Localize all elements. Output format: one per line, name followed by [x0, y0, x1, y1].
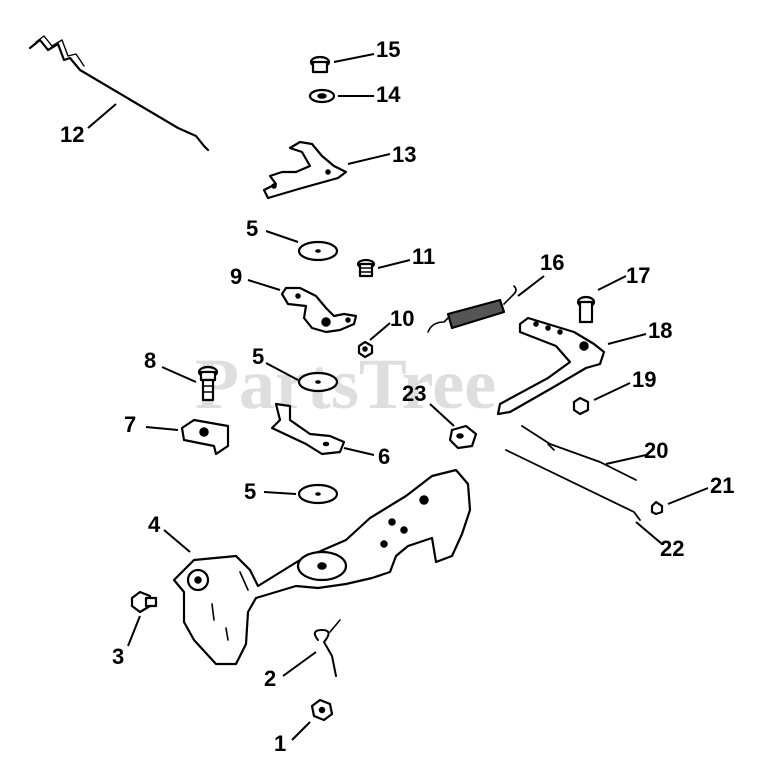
part-16-spring	[427, 285, 517, 333]
callout-18: 18	[648, 318, 672, 343]
part-3-screw	[130, 590, 158, 614]
part-23-fitting	[448, 424, 478, 450]
part-5-washer-bottom	[297, 483, 339, 505]
callout-14: 14	[376, 82, 401, 107]
callout-19: 19	[632, 367, 656, 392]
callout-5-bottom: 5	[244, 479, 256, 504]
callout-4: 4	[148, 512, 161, 537]
callout-9: 9	[230, 264, 242, 289]
part-7-clip-bracket	[180, 418, 230, 456]
part-5-washer-middle	[297, 371, 339, 393]
part-14-washer	[308, 88, 336, 104]
callout-labels: 1 2 3 4 5 5 5 6 7 8 9 10 11 12 13 14 15 …	[60, 37, 734, 756]
callout-8: 8	[144, 348, 156, 373]
callout-22: 22	[660, 536, 684, 561]
part-21-nut	[650, 500, 664, 516]
callout-20: 20	[644, 438, 668, 463]
part-8-bolt	[197, 365, 219, 402]
callout-3: 3	[112, 644, 124, 669]
partstree-watermark: PartsTree	[195, 344, 496, 424]
callout-17: 17	[626, 263, 650, 288]
part-22-link-rod	[505, 449, 641, 521]
callout-6: 6	[378, 444, 390, 469]
part-15-screw	[309, 55, 331, 74]
callout-13: 13	[392, 142, 416, 167]
part-19-nut	[572, 396, 590, 416]
callout-2: 2	[264, 666, 276, 691]
callout-16: 16	[540, 250, 564, 275]
callout-10: 10	[390, 306, 414, 331]
callout-5-top: 5	[246, 216, 258, 241]
part-4-control-plate	[172, 468, 472, 666]
part-12-governor-rod	[28, 35, 210, 152]
callout-23: 23	[402, 381, 426, 406]
callout-5-middle: 5	[252, 344, 264, 369]
part-1-nut	[310, 698, 334, 722]
part-11-screw	[356, 258, 376, 278]
callout-15: 15	[376, 37, 400, 62]
part-20-link-rod	[521, 425, 637, 481]
callout-12: 12	[60, 122, 84, 147]
part-17-screw	[576, 295, 596, 324]
part-13-control-bracket	[262, 140, 348, 200]
part-2-spring	[313, 619, 341, 677]
callout-11: 11	[412, 244, 435, 269]
part-9-lever	[280, 286, 358, 334]
callout-1: 1	[274, 731, 286, 756]
callout-7: 7	[124, 412, 136, 437]
leader-lines	[87, 53, 709, 741]
part-6-lever-plate	[270, 402, 346, 456]
part-10-nut	[357, 340, 374, 359]
callout-21: 21	[710, 473, 734, 498]
part-18-throttle-lever	[496, 316, 606, 416]
part-5-washer-top	[297, 240, 339, 262]
